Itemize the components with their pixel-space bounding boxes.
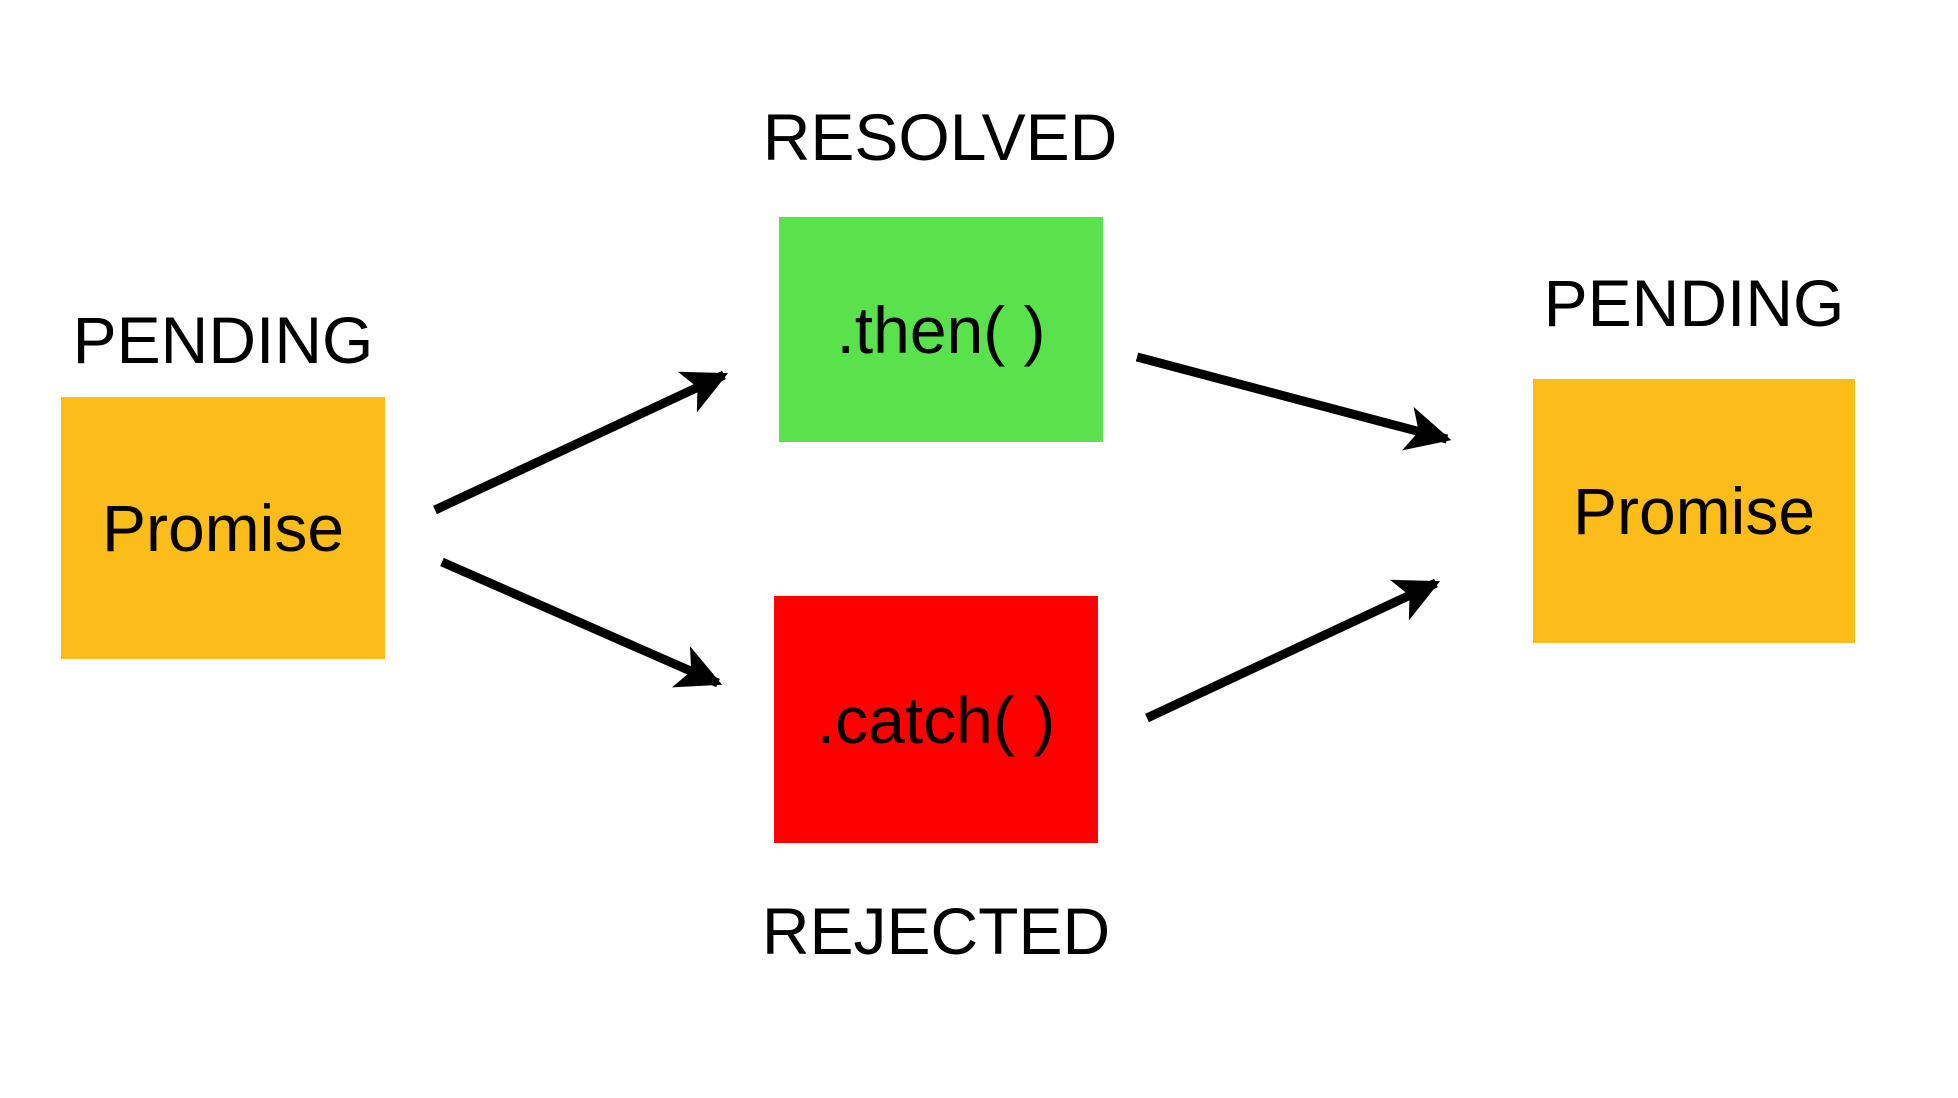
right-pending-label: PENDING: [1543, 266, 1845, 340]
resolved-label: RESOLVED: [762, 100, 1118, 174]
catch-text: .catch( ): [816, 682, 1056, 757]
arrow-then-to-promise: [1135, 352, 1452, 451]
then-box: .then( ): [779, 217, 1103, 442]
left-promise-box: Promise: [61, 397, 385, 659]
catch-box: .catch( ): [774, 596, 1098, 843]
right-promise-text: Promise: [1572, 474, 1816, 548]
arrow-catch-to-promise: [1145, 578, 1441, 723]
left-pending-label: PENDING: [72, 303, 374, 377]
rejected-label: REJECTED: [761, 894, 1111, 968]
left-promise-text: Promise: [101, 491, 345, 565]
right-promise-box: Promise: [1533, 379, 1855, 643]
arrow-promise-to-then: [433, 370, 729, 515]
arrow-promise-to-catch: [440, 557, 723, 688]
then-text: .then( ): [836, 292, 1046, 367]
